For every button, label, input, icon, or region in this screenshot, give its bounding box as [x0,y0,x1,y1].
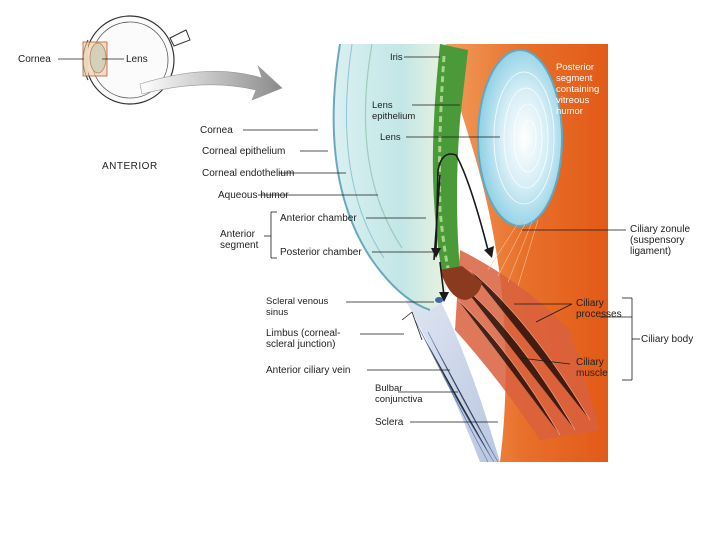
aqueous-flow-arrows [433,153,489,297]
anterior-orientation-label: ANTERIOR [102,161,158,172]
ciliary-zonule-label: Ciliary zonule (suspensory ligament) [630,224,691,257]
limbus-label: Limbus (corneal- scleral junction) [266,328,341,350]
anterior-ciliary-vein-label: Anterior ciliary vein [266,365,351,376]
inset-eye-diagram [82,15,191,105]
posterior-segment-label: Posterior segment containing vitreous hu… [556,62,600,117]
anterior-chamber-label: Anterior chamber [280,213,357,224]
corneal-endothelium-label: Corneal endothelium [202,168,295,179]
ciliary-processes-label: Ciliary processes [576,298,622,320]
scleral-venous-sinus [435,297,443,303]
leader-lines [243,56,640,423]
ciliary-muscle-region [455,250,600,440]
ciliary-body-label: Ciliary body [641,334,694,345]
ciliary-muscle-label: Ciliary muscle [576,357,608,379]
iris-label: Iris [390,52,403,63]
sclera-wedge [405,300,500,462]
anterior-segment-label: Anterior segment [220,229,259,251]
bulbar-conjunctiva-label: Bulbar conjunctiva [375,383,423,405]
lens-label: Lens [380,132,401,143]
lens-body [477,49,563,227]
zoom-arrow [139,64,283,101]
posterior-chamber-label: Posterior chamber [280,247,362,258]
aqueous-humor-label: Aqueous humor [218,190,289,201]
lens-epithelium-label: Lens epithelium [372,100,416,122]
cornea-label: Cornea [200,125,233,136]
scleral-venous-sinus-label: Scleral venous sinus [266,296,329,318]
inset-cornea-label: Cornea [18,54,51,65]
iris-root [440,266,482,300]
cornea-dome [333,44,446,310]
inset-lens-label: Lens [126,54,148,65]
corneal-epithelium-label: Corneal epithelium [202,146,286,157]
sclera-label: Sclera [375,417,404,428]
